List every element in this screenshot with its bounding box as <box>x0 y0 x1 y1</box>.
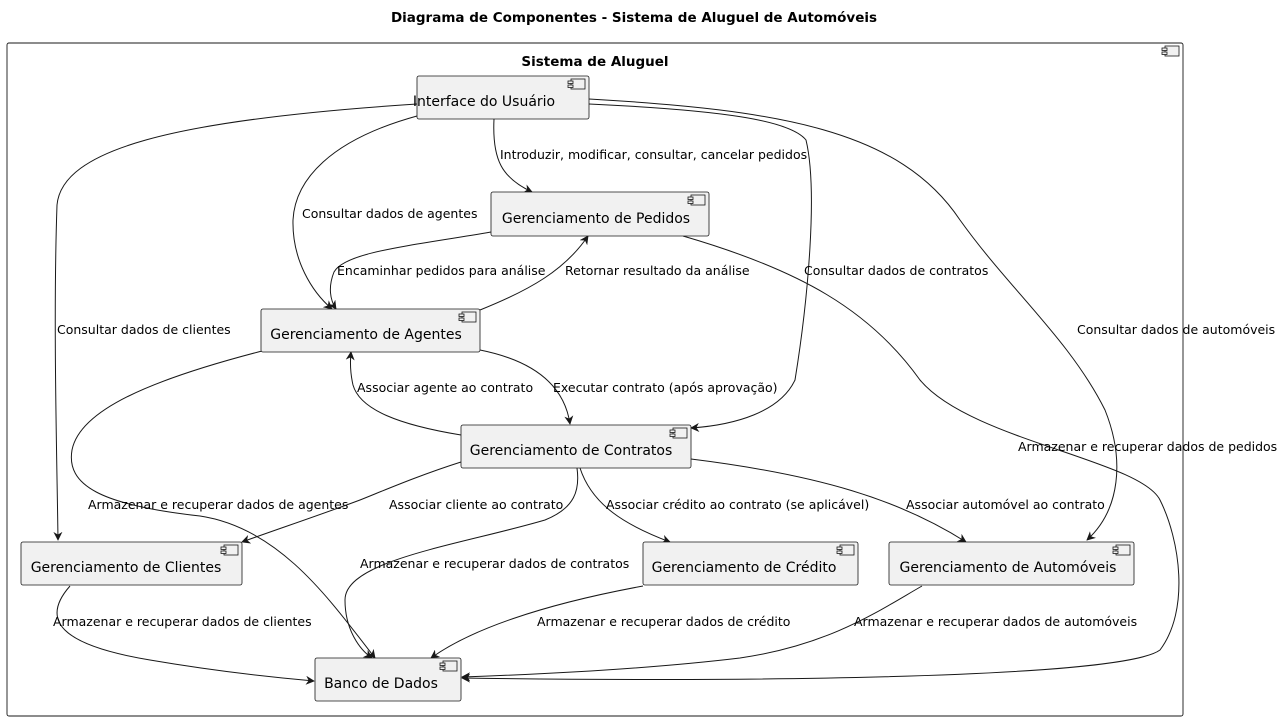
edge-credito-banco <box>430 585 644 659</box>
edge-label-pedidos-banco: Armazenar e recuperar dados de pedidos <box>1018 439 1277 454</box>
component-interface-usuario[interactable]: Interface do Usuário <box>413 75 590 120</box>
edge-ui-contratos <box>588 103 812 432</box>
component-icon <box>1161 45 1180 57</box>
edge-label-contratos-clientes: Associar cliente ao contrato <box>389 497 563 512</box>
edges: Introduzir, modificar, consultar, cancel… <box>53 98 1277 685</box>
system-frame-border <box>6 42 1184 717</box>
edge-label-pedidos-agentes: Encaminhar pedidos para análise <box>337 263 546 278</box>
edge-label-ui-contratos: Consultar dados de contratos <box>804 263 988 278</box>
component-gerenciamento-pedidos[interactable]: Gerenciamento de Pedidos <box>490 191 710 237</box>
component-icon <box>687 194 706 206</box>
edge-automoveis-banco <box>461 585 923 682</box>
component-label: Banco de Dados <box>324 676 438 692</box>
edge-ui-agentes <box>292 115 418 310</box>
edge-contratos-automoveis <box>690 458 967 543</box>
component-icon <box>458 311 477 323</box>
edge-label-automoveis-banco: Armazenar e recuperar dados de automóvei… <box>854 614 1137 629</box>
edge-label-contratos-credito: Associar crédito ao contrato (se aplicáv… <box>606 497 869 512</box>
component-label: Gerenciamento de Agentes <box>270 327 462 343</box>
system-frame-title: Sistema de Aluguel <box>521 54 668 70</box>
component-icon <box>439 660 458 672</box>
component-icon <box>220 544 239 556</box>
edge-ui-pedidos <box>493 118 533 193</box>
edge-label-contratos-automoveis: Associar automóvel ao contrato <box>906 497 1105 512</box>
component-label: Gerenciamento de Automóveis <box>900 560 1117 576</box>
component-gerenciamento-credito[interactable]: Gerenciamento de Crédito <box>642 541 859 586</box>
component-label: Gerenciamento de Pedidos <box>502 211 690 227</box>
edge-ui-clientes <box>53 103 418 541</box>
edge-contratos-credito <box>579 467 671 544</box>
component-icon <box>836 544 855 556</box>
edge-contratos-banco <box>344 467 579 659</box>
edge-label-ui-clientes: Consultar dados de clientes <box>57 322 231 337</box>
edge-contratos-clientes <box>241 461 462 544</box>
diagram-title: Diagrama de Componentes - Sistema de Alu… <box>391 10 877 26</box>
edge-label-credito-banco: Armazenar e recuperar dados de crédito <box>537 614 790 629</box>
component-label: Gerenciamento de Contratos <box>470 443 673 459</box>
component-gerenciamento-automoveis[interactable]: Gerenciamento de Automóveis <box>888 541 1135 586</box>
edge-agentes-contratos <box>479 349 574 425</box>
edge-label-agentes-pedidos: Retornar resultado da análise <box>565 263 750 278</box>
edge-agentes-banco <box>70 350 376 659</box>
component-gerenciamento-contratos[interactable]: Gerenciamento de Contratos <box>460 424 692 469</box>
component-label: Gerenciamento de Clientes <box>31 560 222 576</box>
component-label: Gerenciamento de Crédito <box>652 560 837 576</box>
component-label: Interface do Usuário <box>413 94 555 110</box>
edge-label-contratos-agentes: Associar agente ao contrato <box>357 380 533 395</box>
edge-ui-automoveis <box>588 98 1118 541</box>
system-frame: Sistema de Aluguel <box>6 42 1184 717</box>
edge-agentes-pedidos <box>479 235 589 311</box>
component-gerenciamento-clientes[interactable]: Gerenciamento de Clientes <box>20 541 243 586</box>
component-icon <box>1112 544 1131 556</box>
edge-label-contratos-banco: Armazenar e recuperar dados de contratos <box>360 556 629 571</box>
edge-label-ui-pedidos: Introduzir, modificar, consultar, cancel… <box>500 147 807 162</box>
component-gerenciamento-agentes[interactable]: Gerenciamento de Agentes <box>260 308 481 353</box>
component-icon <box>567 78 586 90</box>
edge-label-agentes-banco: Armazenar e recuperar dados de agentes <box>88 497 348 512</box>
edge-clientes-banco <box>56 585 315 685</box>
edge-pedidos-agentes <box>327 231 492 310</box>
edge-pedidos-banco <box>461 235 1180 683</box>
edge-label-ui-agentes: Consultar dados de agentes <box>302 206 477 221</box>
component-icon <box>669 427 688 439</box>
edge-label-agentes-contratos: Executar contrato (após aprovação) <box>553 380 778 395</box>
edge-label-clientes-banco: Armazenar e recuperar dados de clientes <box>53 614 312 629</box>
edge-label-ui-automoveis: Consultar dados de automóveis <box>1077 322 1275 337</box>
edge-contratos-agentes <box>345 351 462 436</box>
component-banco-dados[interactable]: Banco de Dados <box>314 657 462 702</box>
